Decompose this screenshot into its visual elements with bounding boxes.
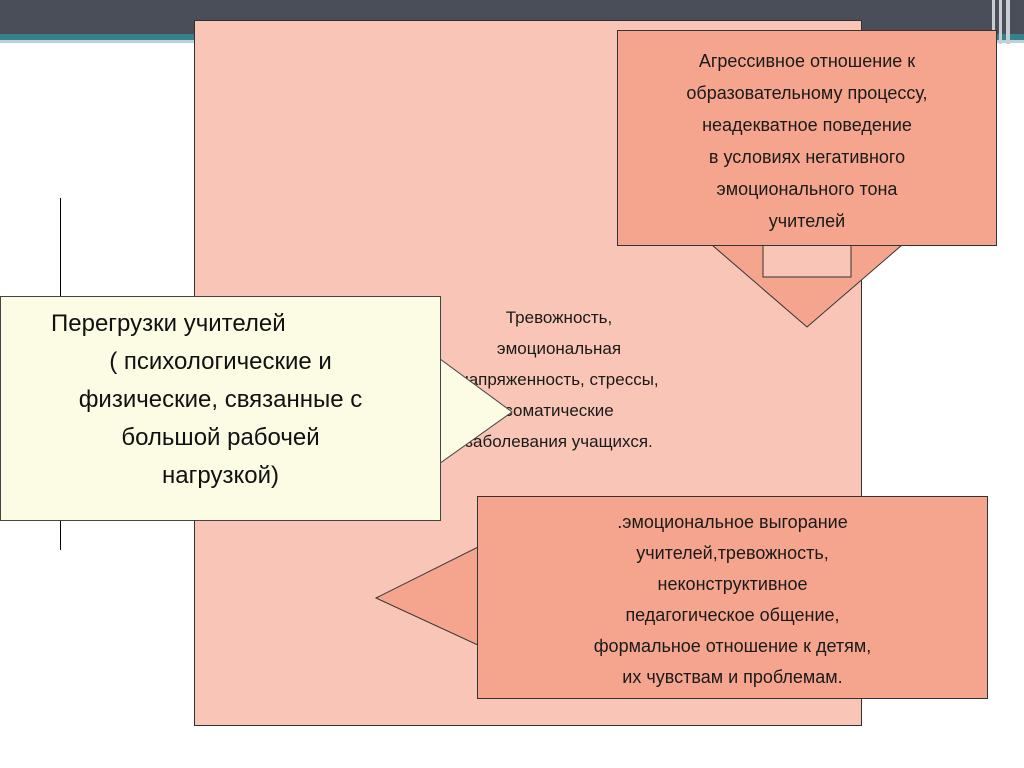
left-box-title: Перегрузки учителей <box>51 310 286 337</box>
left-box-line: нагрузкой) <box>162 462 279 489</box>
top-callout-line: учителей <box>768 211 846 231</box>
bottom-callout-line: формальное отношение к детям, <box>593 636 872 656</box>
top-callout-line: неадекватное поведение <box>702 115 912 135</box>
top-callout-line: в условиях негативного <box>708 147 906 167</box>
left-box-line: большой рабочей <box>121 424 320 451</box>
panel-line: заболевания учащихся. <box>465 432 653 451</box>
top-callout-line: эмоционального тона <box>716 179 898 199</box>
down-arrow <box>710 244 904 328</box>
corner-decoration <box>992 0 1016 44</box>
central-panel-text: Тревожность, эмоциональная напряженность… <box>434 302 684 457</box>
panel-line: соматические <box>504 401 614 420</box>
panel-line: напряженность, стрессы, <box>459 370 659 389</box>
top-callout-box: Агрессивное отношение к образовательному… <box>617 30 997 246</box>
bottom-callout-line: педагогическое общение, <box>625 605 840 625</box>
bottom-callout-line: их чувствам и проблемам. <box>622 667 843 687</box>
panel-line: Тревожность, <box>505 308 613 327</box>
top-callout-line: Агрессивное отношение к <box>698 51 916 71</box>
bottom-callout-line: учителей,тревожность, <box>636 543 829 563</box>
bottom-callout-line: .эмоциональное выгорание <box>617 512 848 532</box>
left-box-line: ( психологические и <box>109 348 332 375</box>
left-box-line: физические, связанные с <box>78 386 363 413</box>
right-arrow <box>435 355 513 467</box>
bottom-callout-box: .эмоциональное выгорание учителей,тревож… <box>477 496 988 699</box>
left-box: Перегрузки учителей ( психологические и … <box>0 296 441 521</box>
left-arrow <box>374 545 481 647</box>
panel-line: эмоциональная <box>496 339 622 358</box>
bottom-callout-line: неконструктивное <box>657 574 808 594</box>
top-callout-line: образовательному процессу, <box>686 83 928 103</box>
